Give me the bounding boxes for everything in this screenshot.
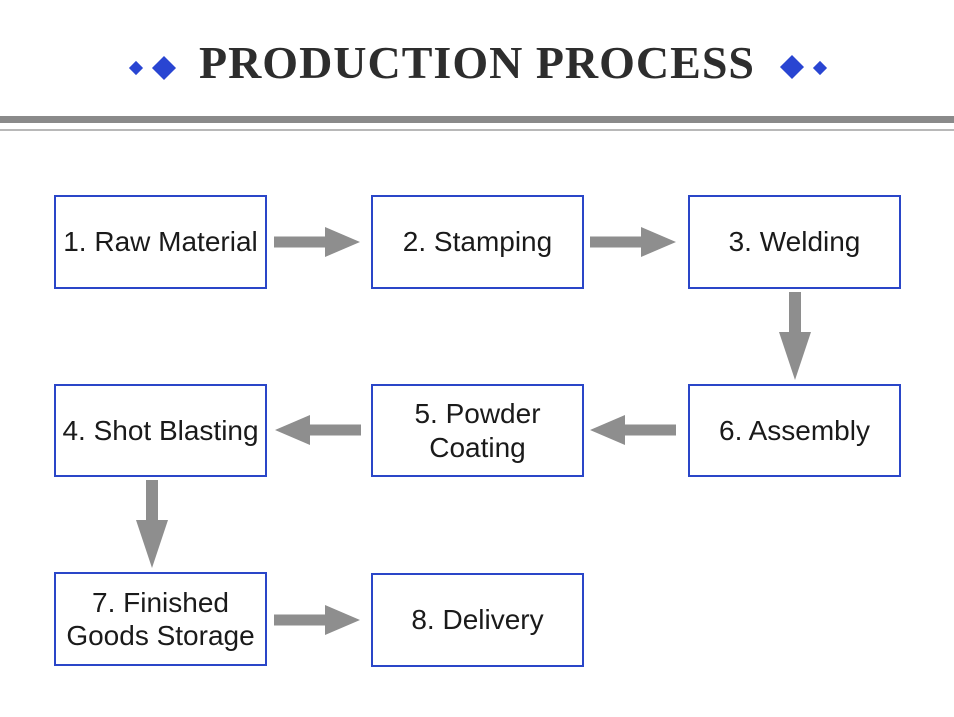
step-box-4-shot-blasting: 4. Shot Blasting — [54, 384, 267, 477]
step-label: 6. Assembly — [719, 414, 870, 446]
title-divider-thick-rule — [0, 116, 954, 123]
step-label: 4. Shot Blasting — [62, 414, 259, 446]
arrow-6-to-5-left-icon — [590, 415, 676, 445]
step-box-7-finished-goods-storage: 7. Finished Goods Storage — [54, 572, 267, 666]
step-label: 8. Delivery — [411, 604, 544, 636]
step-box-5-powder-coating: 5. Powder Coating — [371, 384, 584, 477]
step-box-6-assembly: 6. Assembly — [688, 384, 901, 477]
step-box-1-raw-material: 1. Raw Material — [54, 195, 267, 289]
arrow-1-to-2-right-icon — [274, 227, 360, 257]
step-box-2-stamping: 2. Stamping — [371, 195, 584, 289]
step-box-3-welding: 3. Welding — [688, 195, 901, 289]
step-label: 1. Raw Material — [63, 226, 258, 258]
arrow-7-to-8-right-icon — [274, 605, 360, 635]
step-label: 2. Stamping — [402, 226, 553, 258]
step-label: 5. Powder Coating — [414, 398, 541, 463]
arrow-3-to-6-down-icon — [779, 292, 811, 380]
arrow-2-to-3-right-icon — [590, 227, 676, 257]
title-divider-thin-rule — [0, 129, 954, 131]
step-box-8-delivery: 8. Delivery — [371, 573, 584, 667]
step-label: 3. Welding — [728, 226, 861, 258]
arrow-4-to-7-down-icon — [136, 480, 168, 568]
slide-title: PRODUCTION PROCESS — [198, 37, 755, 88]
step-label: 7. Finished Goods Storage — [66, 586, 255, 651]
arrow-5-to-4-left-icon — [275, 415, 361, 445]
